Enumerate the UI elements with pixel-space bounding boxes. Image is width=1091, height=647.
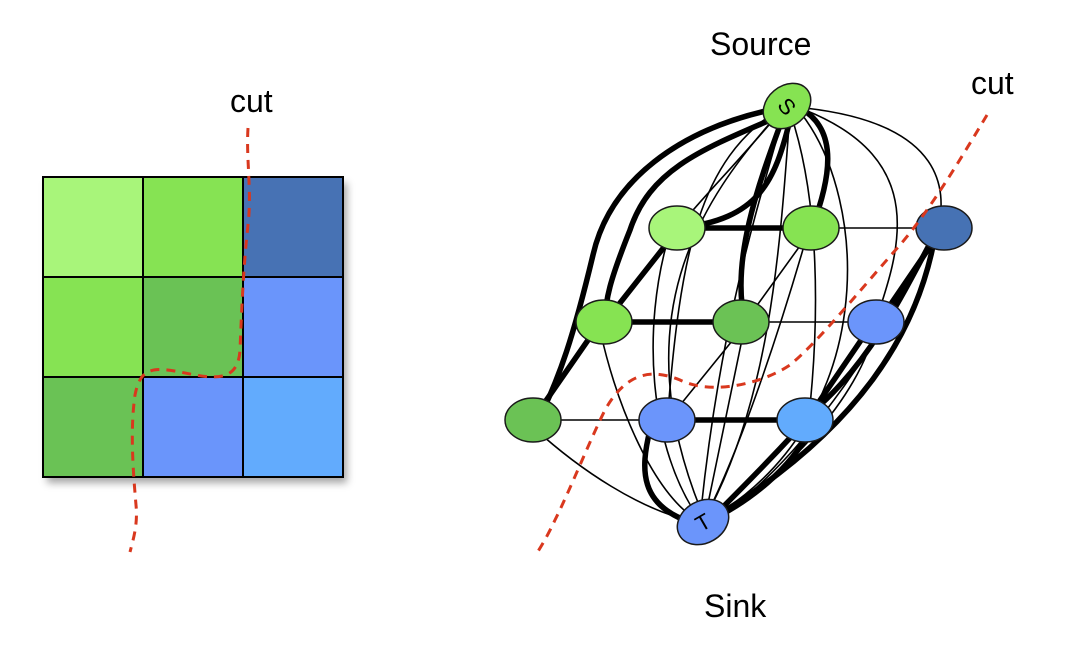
grid-cell [43,177,143,277]
grid-cell [243,377,343,477]
source-label: Source [710,26,811,62]
grid-cell [43,377,143,477]
left-cut-label: cut [230,83,273,119]
node-r3c2 [638,397,696,443]
sink-node: T [676,498,730,546]
node-r2c1 [575,299,633,345]
graph-nodes: S T [504,82,973,546]
node-r1c1 [648,205,706,251]
node-r2c2 [712,299,770,345]
pixel-grid [43,177,343,477]
node-r1c2 [782,205,840,251]
grid-cell [43,277,143,377]
node-r2c3 [847,299,905,345]
node-r3c1 [504,397,562,443]
grid-cell [243,277,343,377]
left-cut-line [128,127,251,553]
grid-cell [143,177,243,277]
grid-lines [42,176,344,478]
grid-cell [143,377,243,477]
right-cut-line [535,114,989,554]
node-r1c3 [915,205,973,251]
sink-label: Sink [704,588,767,624]
node-r3c3 [776,397,834,443]
grid-cell [143,277,243,377]
right-cut-label: cut [971,65,1014,101]
grid-cell [243,177,343,277]
source-node: S [762,82,812,130]
